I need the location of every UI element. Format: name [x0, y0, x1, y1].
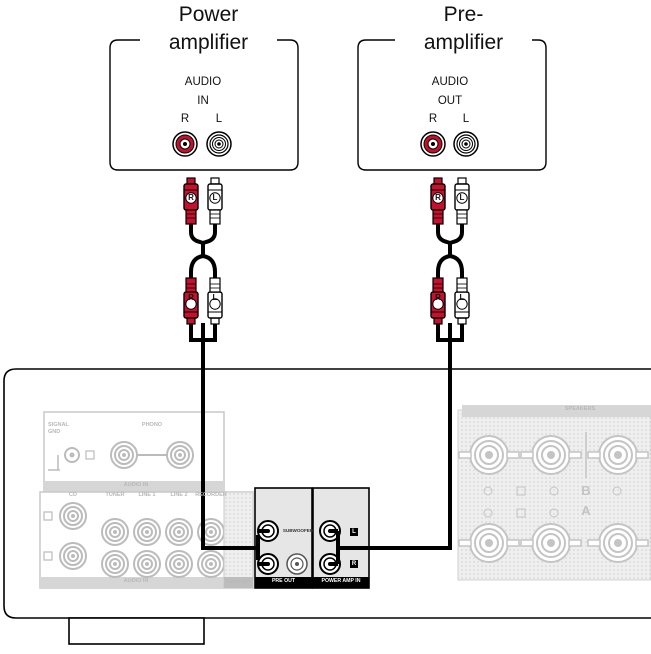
speaker-a-label: A: [581, 503, 591, 518]
cd-label: CD: [69, 492, 77, 498]
power-amplifier-r-label: R: [180, 113, 190, 125]
signal-gnd-label: SIGNAL GND: [48, 422, 69, 435]
speaker-b-label: B: [581, 483, 591, 498]
power-amp-in-r-jack: [172, 131, 198, 157]
power-amplifier-l-label: L: [215, 113, 223, 125]
line2-label: LINE 2: [170, 492, 188, 498]
plug-l-letter: L: [212, 293, 218, 302]
plug-r-letter: R: [435, 293, 441, 302]
audio-out-label: AUDIO OUT: [226, 579, 251, 584]
pre-amplifier-l-label: L: [462, 113, 470, 125]
plug-l-letter: L: [212, 193, 218, 202]
phono-label: PHONO: [141, 422, 163, 428]
pre-amplifier-title-line1: Pre-: [443, 3, 484, 26]
pre-amp-out-l-jack: [453, 131, 479, 157]
power-amplifier-title-line1: Power: [178, 3, 239, 26]
pre-amplifier-audio-label: AUDIO: [431, 76, 469, 88]
audio-in-bottom-label: AUDIO IN: [123, 578, 149, 584]
tuner-label: TUNER: [105, 492, 125, 498]
r-mark: R: [351, 561, 357, 567]
plug-r-letter: R: [188, 293, 194, 302]
subwoofer-jack: [286, 553, 308, 575]
plug-r-letter: R: [188, 193, 194, 202]
pre-amp-out-r-jack: [420, 131, 446, 157]
pre-out-label: PRE OUT: [271, 578, 296, 584]
pre-amplifier-title-line2: amplifier: [423, 31, 504, 54]
cable-pre-amplifier: [430, 177, 470, 325]
pre-amplifier-box: [357, 39, 547, 171]
line1-label: LINE 1: [138, 492, 156, 498]
plug-l-letter: L: [459, 193, 465, 202]
power-amplifier-box: [109, 39, 299, 171]
plug-r-letter: R: [435, 193, 441, 202]
pre-amplifier-r-label: R: [428, 113, 438, 125]
pre-amplifier-io-label: OUT: [437, 95, 463, 107]
l-mark: L: [352, 529, 356, 535]
unit-foot: [68, 617, 205, 645]
power-amp-in-l-jack: [206, 131, 232, 157]
plug-l-letter: L: [459, 293, 465, 302]
power-amp-in-label: POWER AMP IN: [321, 578, 361, 584]
subwoofer-label: SUBWOOFER: [282, 528, 314, 533]
speakers-label: SPEAKERS: [564, 406, 596, 412]
power-amp-in-panel: [312, 487, 370, 589]
cable-power-amplifier: [183, 177, 223, 325]
integrated-amplifier-rear-panel: [3, 323, 651, 645]
power-amplifier-io-label: IN: [197, 95, 209, 107]
recorder-label: RECORDER: [195, 492, 227, 498]
audio-in-top-label: AUDIO IN: [123, 482, 149, 488]
power-amplifier-audio-label: AUDIO: [184, 76, 222, 88]
power-amplifier-title-line2: amplifier: [168, 31, 249, 54]
